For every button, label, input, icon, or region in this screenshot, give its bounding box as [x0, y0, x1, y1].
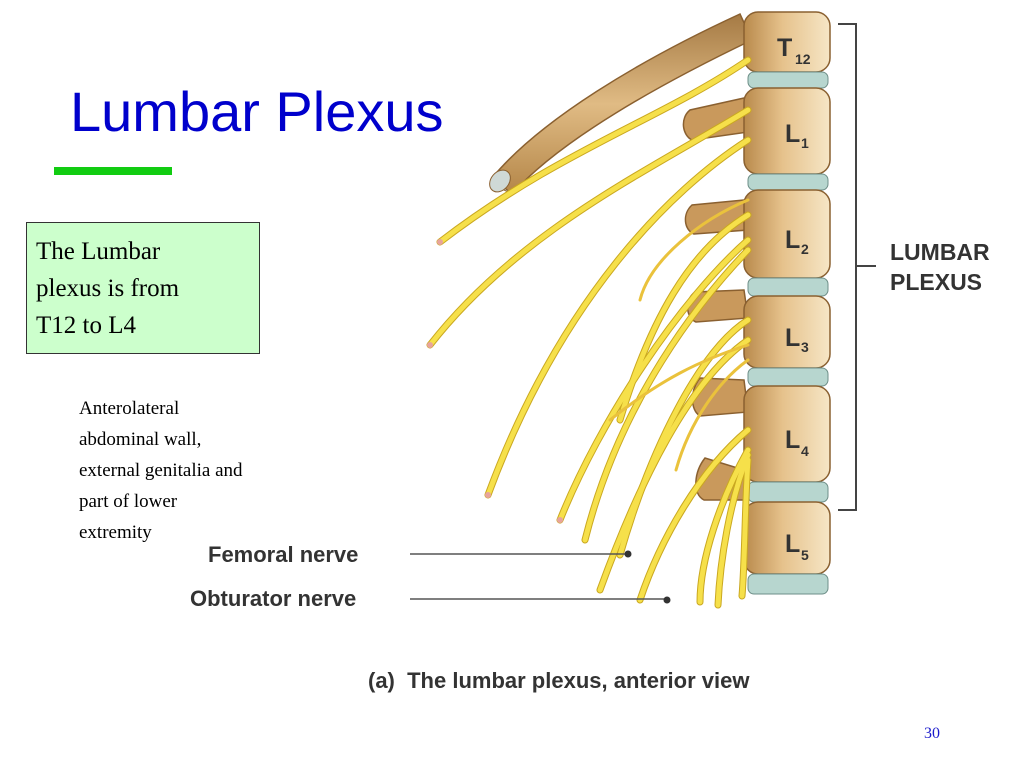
leader-lines	[410, 553, 664, 600]
plexus-bracket	[838, 23, 876, 511]
obturator-marker	[663, 596, 671, 604]
label-l3: L	[785, 324, 800, 352]
info-line-3: T12 to L4	[36, 312, 136, 339]
femoral-marker	[624, 550, 632, 558]
body-line-2: abdominal wall,	[79, 429, 202, 450]
obturator-nerve-label: Obturator nerve	[190, 586, 356, 611]
lumbar-plexus-label-line2: PLEXUS	[890, 269, 982, 295]
label-l3-sub: 3	[801, 339, 809, 355]
title-underline	[54, 167, 172, 175]
info-line-1: The Lumbar	[36, 238, 161, 265]
label-l4-sub: 4	[801, 443, 809, 459]
label-l1-sub: 1	[801, 135, 809, 151]
label-l5: L	[785, 530, 800, 558]
femoral-nerve-label: Femoral nerve	[208, 542, 358, 567]
label-t12-sub: 12	[795, 51, 811, 67]
vertebral-column	[743, 11, 831, 595]
body-line-4: part of lower	[79, 491, 178, 512]
vertebra-labels: T 12 L 1 L 2 L 3 L 4 L 5	[777, 34, 811, 563]
label-l2: L	[785, 226, 800, 254]
body-line-1: Anterolateral	[79, 398, 180, 419]
info-box: The Lumbar plexus is from T12 to L4	[26, 222, 260, 354]
info-line-2: plexus is from	[36, 275, 180, 302]
label-l2-sub: 2	[801, 241, 809, 257]
body-line-5: extremity	[79, 522, 152, 543]
body-line-3: external genitalia and	[79, 460, 243, 481]
plexus-nerves	[426, 56, 752, 609]
page-number: 30	[924, 725, 940, 742]
label-l5-sub: 5	[801, 547, 809, 563]
slide-title: Lumbar Plexus	[70, 80, 444, 143]
label-l4: L	[785, 426, 800, 454]
nerve-endings	[427, 239, 563, 523]
body-text: Anterolateral abdominal wall, external g…	[79, 393, 309, 548]
label-l1: L	[785, 120, 800, 148]
lumbar-plexus-label-line1: LUMBAR	[890, 239, 990, 265]
figure-caption: (a) The lumbar plexus, anterior view	[368, 668, 750, 693]
label-t12: T	[777, 34, 792, 62]
